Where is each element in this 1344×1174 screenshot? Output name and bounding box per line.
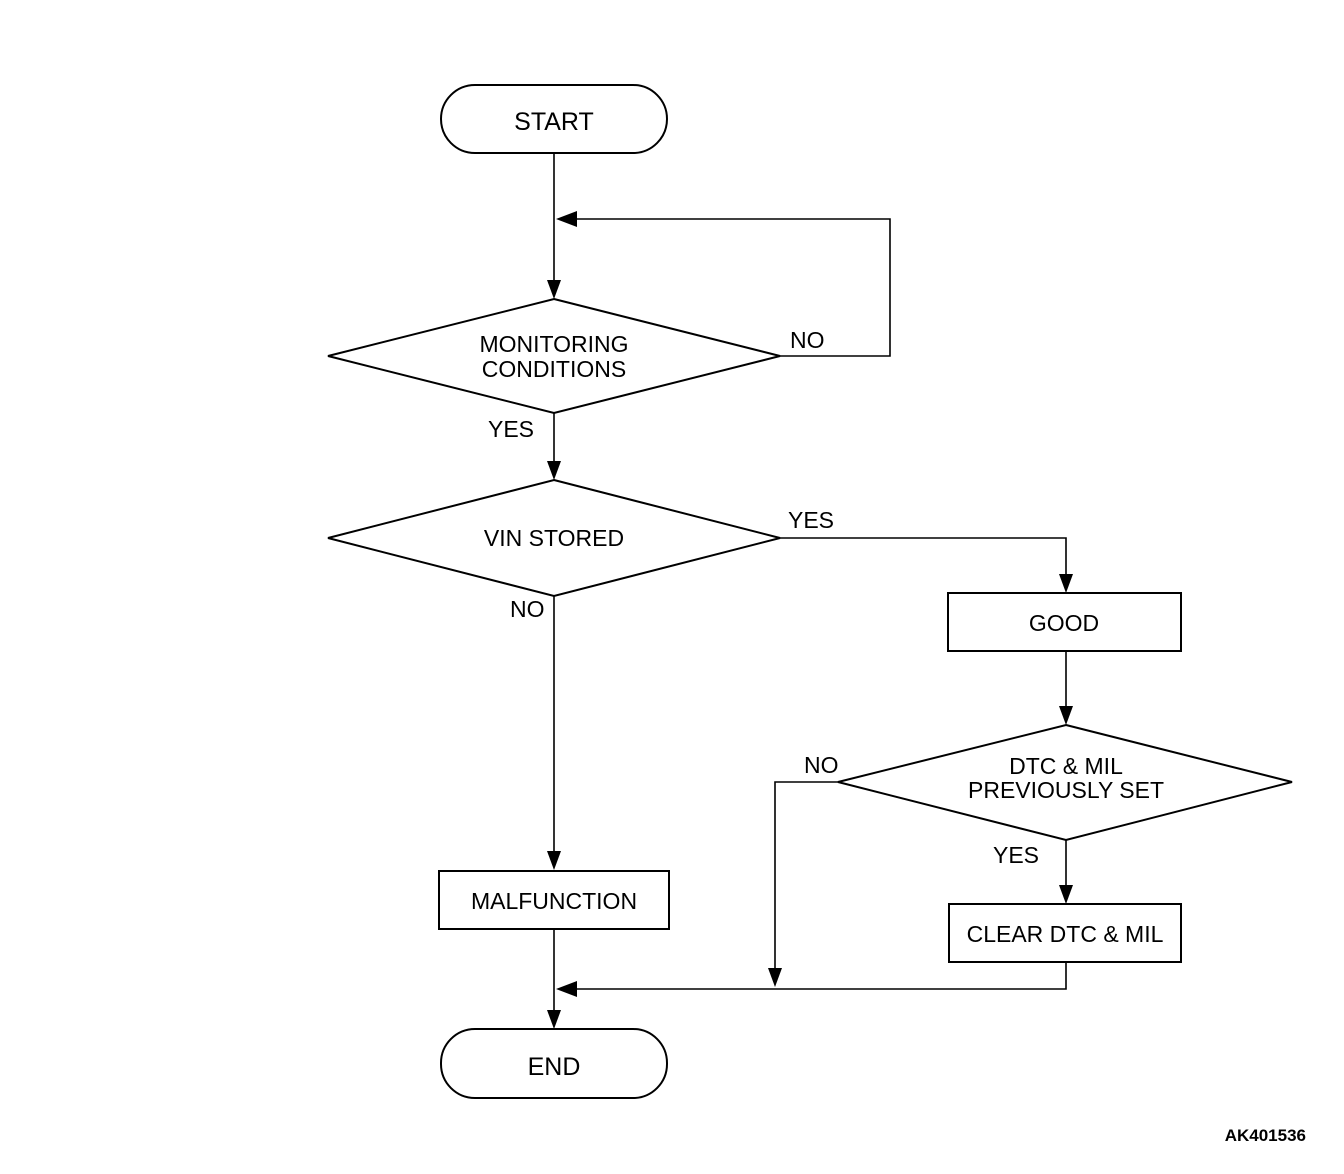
connector-vin-yes-to-good: [780, 537, 1067, 576]
start-label: START: [514, 108, 594, 136]
connector-clear-to-end: [575, 962, 1067, 990]
vin-no-label: NO: [510, 596, 545, 622]
monitoring-no-label: NO: [790, 327, 825, 353]
dtc-no-label: NO: [804, 752, 839, 778]
arrow-into-clear: [1059, 885, 1073, 904]
arrow-into-dtc: [1059, 706, 1073, 725]
connector-dtc-no-branch: [774, 781, 838, 970]
arrow-into-vin: [547, 461, 561, 480]
arrow-into-end: [547, 1010, 561, 1029]
dtc-yes-label: YES: [993, 842, 1039, 868]
dtc-label-line1: DTC & MIL: [1009, 753, 1123, 779]
vin-stored-label: VIN STORED: [484, 525, 624, 551]
good-node: GOOD: [947, 592, 1182, 652]
dtc-mil-previously-set-decision: DTC & MIL PREVIOUSLY SET: [837, 723, 1293, 842]
arrow-into-malfunction: [547, 851, 561, 870]
start-node: START: [440, 84, 668, 154]
malfunction-label: MALFUNCTION: [471, 888, 637, 914]
end-label: END: [528, 1053, 581, 1081]
monitoring-label-line1: MONITORING: [479, 331, 628, 357]
arrow-merge-into-end-line: [556, 981, 577, 997]
arrow-into-monitoring: [547, 280, 561, 299]
end-node: END: [440, 1028, 668, 1099]
arrow-loop-return: [556, 211, 577, 227]
reference-code: AK401536: [1225, 1126, 1306, 1145]
monitoring-conditions-decision: MONITORING CONDITIONS: [327, 297, 781, 415]
vin-stored-decision: VIN STORED: [327, 478, 781, 598]
arrow-into-good: [1059, 574, 1073, 593]
good-label: GOOD: [1029, 610, 1099, 636]
arrow-dtc-no-down: [768, 968, 782, 987]
dtc-label-line2: PREVIOUSLY SET: [968, 777, 1164, 803]
monitoring-label-line2: CONDITIONS: [482, 356, 626, 382]
vin-yes-label: YES: [788, 507, 834, 533]
clear-dtc-mil-node: CLEAR DTC & MIL: [948, 903, 1182, 963]
malfunction-node: MALFUNCTION: [438, 870, 670, 930]
connector-monitoring-no-loop: [575, 218, 891, 357]
clear-label: CLEAR DTC & MIL: [967, 921, 1164, 947]
monitoring-yes-label: YES: [488, 416, 534, 442]
